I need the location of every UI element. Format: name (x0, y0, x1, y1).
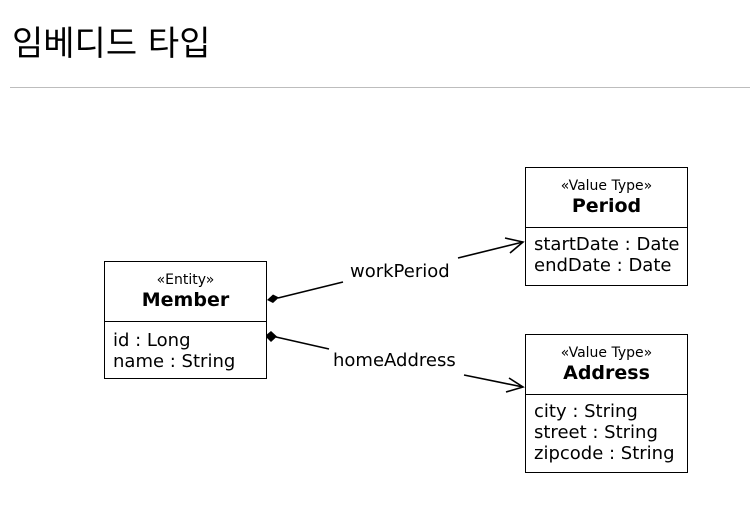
member-class-name: Member (141, 289, 230, 311)
address-stereotype: «Value Type» (560, 345, 653, 361)
period-attributes: startDate : Date endDate : Date (526, 228, 687, 276)
address-class-box: «Value Type» Address city : String stree… (525, 334, 688, 473)
member-class-box: «Entity» Member id : Long name : String (104, 261, 267, 379)
home-address-line-segment-a (275, 336, 330, 350)
work-period-arrowhead (504, 237, 525, 254)
member-attributes: id : Long name : String (105, 322, 266, 372)
work-period-label: workPeriod (350, 261, 450, 282)
work-period-line-segment-b (457, 241, 524, 259)
home-address-label: homeAddress (333, 350, 456, 371)
member-attr-name: name : String (113, 351, 236, 372)
address-class-name: Address (563, 362, 650, 384)
member-attr-id: id : Long (113, 330, 191, 351)
member-stereotype: «Entity» (156, 272, 215, 288)
work-period-composition-diamond (267, 294, 279, 303)
member-class-header: «Entity» Member (105, 262, 266, 322)
period-class-header: «Value Type» Period (526, 168, 687, 228)
period-class-box: «Value Type» Period startDate : Date end… (525, 167, 688, 286)
address-attr-city: city : String (534, 401, 638, 422)
home-address-arrowhead (505, 377, 525, 393)
period-attr-end-date: endDate : Date (534, 255, 672, 276)
work-period-line-segment-a (277, 281, 344, 299)
address-attr-street: street : String (534, 422, 658, 443)
address-class-header: «Value Type» Address (526, 335, 687, 395)
title-divider (10, 87, 750, 88)
address-attributes: city : String street : String zipcode : … (526, 395, 687, 464)
period-attr-start-date: startDate : Date (534, 234, 680, 255)
page-title: 임베디드 타입 (12, 24, 211, 64)
period-stereotype: «Value Type» (560, 178, 653, 194)
period-class-name: Period (571, 195, 642, 217)
home-address-line-segment-b (463, 374, 524, 388)
address-attr-zipcode: zipcode : String (534, 443, 675, 464)
